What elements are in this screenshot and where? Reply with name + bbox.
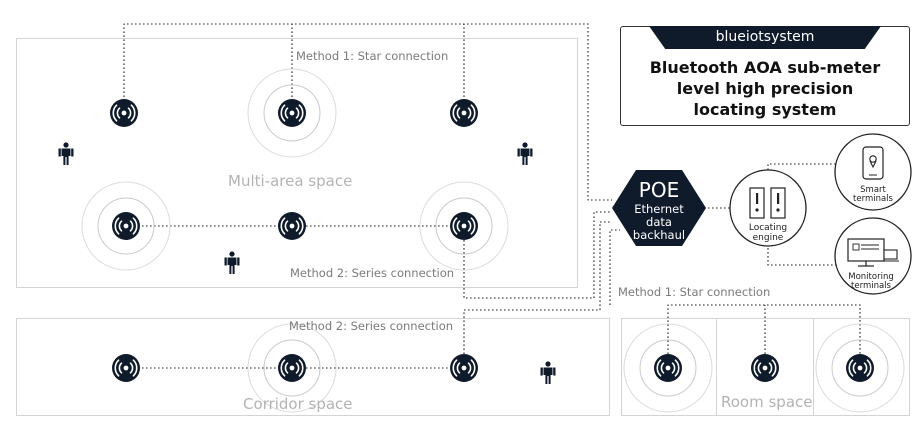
aoa-anchor-icon — [750, 353, 780, 383]
room-divider-2 — [813, 318, 814, 416]
method1-label-top: Method 1: Star connection — [296, 49, 449, 63]
method2-label-corridor: Method 2: Series connection — [289, 319, 454, 333]
room-divider-1 — [716, 318, 717, 416]
aoa-anchor-icon — [845, 353, 875, 383]
brand-tab — [649, 26, 881, 49]
aoa-anchor-icon — [449, 353, 479, 383]
smart-terminals-icon — [834, 133, 912, 211]
poe-line-3: backhaul — [633, 228, 685, 242]
person-icon — [224, 251, 240, 274]
series-down-link — [463, 211, 612, 299]
room-label: Room space — [721, 393, 813, 411]
monitoring-terminals-icon — [834, 217, 912, 295]
locating-engine-icon — [729, 169, 807, 247]
title-line-3: locating system — [693, 100, 837, 119]
poe-line-1: Ethernet — [634, 202, 684, 216]
poe-title: POE — [639, 178, 679, 202]
corridor-uplink — [463, 221, 612, 354]
aoa-anchor-icon — [449, 211, 479, 241]
monitor-label-2: terminals — [851, 281, 892, 291]
aoa-anchor-icon — [109, 98, 139, 128]
room-uplink — [609, 229, 620, 305]
person-icon — [540, 361, 556, 384]
smart-label-2: terminals — [853, 194, 894, 204]
smart-label-1: Smart — [860, 185, 886, 195]
aoa-anchor-icon — [277, 98, 307, 128]
corridor-label: Corridor space — [243, 395, 353, 413]
multi-area-box — [16, 38, 578, 288]
engine-to-monitor — [767, 232, 836, 266]
method2-label-top: Method 2: Series connection — [290, 266, 455, 280]
room-trunk — [667, 304, 861, 354]
method1-label-room: Method 1: Star connection — [618, 285, 771, 299]
aoa-anchor-icon — [449, 98, 479, 128]
engine-label-1: Locating — [749, 223, 787, 233]
aoa-anchor-icon — [111, 353, 141, 383]
engine-label-2: engine — [753, 233, 784, 243]
title-box: blueiotsystem Bluetooth AOA sub-meter le… — [620, 26, 910, 126]
aoa-anchor-icon — [653, 353, 683, 383]
person-icon — [517, 142, 533, 165]
title-line-2: level high precision — [676, 79, 854, 98]
aoa-anchor-icon — [277, 353, 307, 383]
multi-area-label: Multi-area space — [228, 172, 353, 190]
connection-lines — [123, 23, 861, 369]
star-trunk-top — [123, 23, 612, 201]
poe-line-2: data — [646, 215, 672, 229]
brand-logo: blueiotsystem — [715, 29, 815, 45]
aoa-anchor-icon — [111, 211, 141, 241]
monitor-label-1: Monitoring — [848, 272, 893, 282]
poe-hexagon — [612, 170, 706, 246]
aoa-anchor-icon — [277, 211, 307, 241]
person-icon — [58, 142, 74, 165]
title-line-1: Bluetooth AOA sub-meter — [649, 58, 881, 77]
